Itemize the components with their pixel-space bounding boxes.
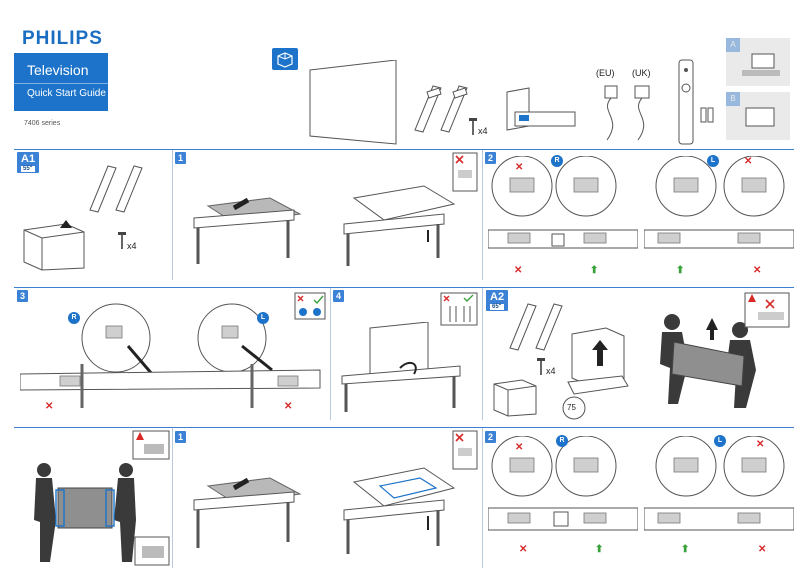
step-2-tag: 2: [485, 152, 497, 164]
step-4-tag: 4: [333, 290, 345, 302]
left-side-marker: L: [707, 155, 719, 167]
carry-grip-hint-icon: [134, 536, 170, 566]
tv-face-down-on-table-icon: [343, 185, 456, 266]
two-people-lifting-tv-icon: [660, 314, 756, 408]
stand-legs-icon: [414, 85, 468, 133]
philips-logo: PHILIPS: [22, 28, 103, 49]
warning-no-table-icon: [452, 152, 478, 192]
col-divider: [330, 288, 331, 420]
attach-stand-screwdriver-icon: [20, 303, 321, 408]
stand-orientation-hint-icon: [440, 292, 478, 326]
wall-mount-scene-icon: [745, 107, 775, 127]
incorrect-mark: ✕: [519, 544, 528, 555]
left-side-marker: L: [714, 435, 726, 447]
guide-title: Quick Start Guide: [27, 88, 106, 99]
step-a2-size: 65": [490, 304, 505, 310]
tv-standing-on-table-icon: [341, 322, 461, 412]
tv-rear-view-right-icon: [644, 436, 794, 531]
tv-rear-view-left-icon: [488, 436, 638, 531]
step-1-tag: 1: [175, 152, 187, 164]
remote-control-icon: [678, 59, 714, 145]
warning-no-table-icon: [452, 430, 478, 470]
table-with-cloth-icon: [193, 477, 302, 548]
incorrect-mark: ✕: [756, 439, 765, 450]
correct-mark: ⬆: [595, 544, 604, 555]
col-divider: [482, 428, 483, 568]
incorrect-mark: ✕: [284, 401, 293, 412]
dimension-badge-icon: [562, 396, 586, 420]
screw-count: x4: [478, 126, 488, 136]
power-cable-uk-icon: [634, 85, 650, 141]
plug-eu-label: (EU): [596, 68, 615, 78]
incorrect-mark: ✕: [515, 442, 524, 453]
step-a1-size: 55": [21, 166, 36, 172]
right-side-marker: R: [68, 312, 80, 324]
row2-divider: [14, 287, 794, 288]
row1-divider: [14, 149, 794, 150]
incorrect-mark: ✕: [744, 156, 753, 167]
manual-booklet-icon: [506, 87, 576, 131]
table-stand-scene-icon: [742, 53, 780, 76]
table-with-cloth-icon: [193, 197, 302, 264]
tv-rear-view-right-icon: [644, 156, 794, 249]
tv-face-down-on-table-icon: [343, 467, 456, 554]
step-3-tag: 3: [17, 290, 29, 302]
dimension-label: 75: [567, 403, 576, 412]
incorrect-mark: ✕: [514, 265, 523, 276]
product-title: Television: [27, 62, 89, 78]
open-box-icon: [493, 379, 537, 417]
right-side-marker: R: [556, 435, 568, 447]
screw-count: x4: [546, 366, 556, 376]
two-people-carrying-tv-icon: [34, 463, 136, 562]
col-divider: [172, 428, 173, 568]
col-divider: [172, 150, 173, 280]
incorrect-mark: ✕: [515, 162, 524, 173]
warning-lift-hint-icon: [744, 292, 790, 328]
step-2-tag: 2: [485, 431, 497, 443]
screw-icon: [469, 118, 477, 135]
series-label: 7406 series: [24, 120, 61, 127]
incorrect-mark: ✕: [758, 544, 767, 555]
box-open-icon: [272, 48, 298, 70]
lift-box-icon: [567, 327, 629, 395]
tv-screen-icon: [309, 60, 397, 145]
card-divider: [14, 83, 108, 84]
warning-carry-hint-icon: [132, 430, 170, 460]
col-divider: [482, 150, 483, 280]
product-card: [14, 53, 108, 111]
correct-mark: ⬆: [676, 265, 685, 276]
leg-orientation-hint-icon: [294, 292, 326, 320]
stand-legs-icon: [89, 165, 143, 213]
screw-icon: [118, 232, 126, 249]
incorrect-mark: ✕: [753, 265, 762, 276]
plug-uk-label: (UK): [632, 68, 651, 78]
step-1-tag: 1: [175, 431, 187, 443]
col-divider: [482, 288, 483, 420]
tv-rear-view-left-icon: [488, 156, 638, 249]
correct-mark: ⬆: [590, 265, 599, 276]
open-box-icon: [23, 220, 85, 271]
screw-icon: [537, 358, 545, 375]
correct-mark: ⬆: [681, 544, 690, 555]
right-side-marker: R: [551, 155, 563, 167]
screw-count: x4: [127, 241, 137, 251]
power-cable-eu-icon: [604, 85, 618, 141]
row3-divider: [14, 427, 794, 428]
left-side-marker: L: [257, 312, 269, 324]
stand-legs-icon: [509, 303, 563, 351]
incorrect-mark: ✕: [45, 401, 54, 412]
